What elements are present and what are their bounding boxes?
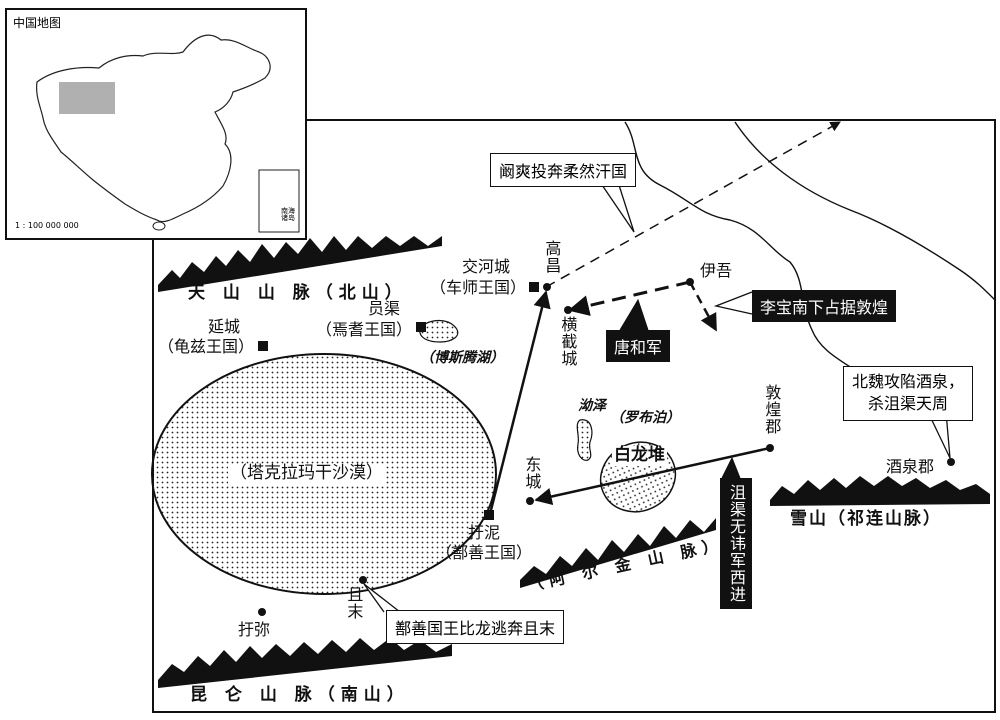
inset-highlight-region <box>59 82 115 114</box>
city-marker-hengjie <box>564 306 572 314</box>
label-jiuquan: 酒泉郡 <box>886 457 935 476</box>
bosten-lake <box>419 319 459 343</box>
label-yiwu: 伊吾 <box>700 261 733 280</box>
label-bosten: （博斯腾湖） <box>420 350 504 366</box>
annotation-northern-wei: 北魏攻陷酒泉， 杀沮渠天周 <box>843 366 974 421</box>
inset-south-sea-box <box>258 169 300 233</box>
lopnur-lake <box>576 419 593 461</box>
kunlun-mountains <box>158 638 452 688</box>
annotation-northern-wei-line-2: 杀沮渠天周 <box>868 394 949 414</box>
altun-mountains <box>520 518 716 588</box>
route-juqu-wuhui <box>534 446 771 506</box>
label-jiaohe-sub: （车师王国） <box>430 278 527 297</box>
city-marker-yuanqu <box>416 322 426 332</box>
callout-pointer-libao <box>713 291 753 315</box>
china-outline <box>36 34 300 233</box>
city-marker-gaochang <box>529 282 539 292</box>
inset-title: 中国地图 <box>13 16 62 30</box>
tianshan-mountains <box>158 236 442 292</box>
label-tianshan: 天 山 山 脉（北山） <box>188 283 408 303</box>
label-dongcheng: 东城 <box>522 456 542 490</box>
label-hengjie: 横截城 <box>558 316 578 367</box>
city-marker-yiwu <box>686 278 694 286</box>
city-marker-yancheng <box>258 341 268 351</box>
callout-pointer-kan <box>599 181 635 233</box>
city-marker-yumi <box>258 608 266 616</box>
callout-pointer-juqu <box>721 456 741 479</box>
route-li-bao <box>688 281 718 332</box>
city-marker-qiemo <box>359 576 367 584</box>
annotation-tang-he: 唐和军 <box>606 330 671 362</box>
inset-china-map: 中国地图 南海诸岛 1 : 100 000 000 <box>5 8 307 240</box>
label-kunlun: 昆 仑 山 脉（南山） <box>190 685 410 705</box>
route-yuni-gaochang <box>488 290 551 515</box>
border-line-2 <box>734 121 996 301</box>
annotation-northern-wei-line-1: 北魏攻陷酒泉， <box>852 372 965 391</box>
annotation-juqu-wuhui: 沮渠无讳军西进 <box>720 478 752 609</box>
city-marker-yuni <box>484 510 494 520</box>
label-dunhuang: 敦煌郡 <box>762 384 782 435</box>
route-kan-shuang <box>545 121 841 288</box>
label-bailongdui: 白龙堆 <box>612 445 667 466</box>
label-taklamakan: （塔克拉玛干沙漠） <box>228 463 385 484</box>
label-qilian: 雪山（祁连山脉） <box>790 509 942 529</box>
city-marker-jiuquan <box>947 458 955 466</box>
label-puze: 泑泽 <box>578 398 606 414</box>
annotation-kan-shuang: 阚爽投奔柔然汗国 <box>490 153 637 187</box>
qilian-mountains <box>770 476 990 506</box>
annotation-li-bao: 李宝南下占据敦煌 <box>752 290 897 322</box>
city-marker-gaochang-dot <box>543 283 551 291</box>
label-qiemo: 且末 <box>344 586 364 620</box>
callout-pointer-shanshan <box>363 583 401 613</box>
label-yancheng: 延城 <box>208 317 241 336</box>
callout-pointer-tang <box>619 298 649 331</box>
inset-south-sea-label: 南海诸岛 <box>281 207 295 222</box>
label-yuni-sub: （鄯善王国） <box>436 543 533 562</box>
city-marker-dongcheng <box>526 497 534 505</box>
label-yuni: 扜泥 <box>468 523 501 542</box>
label-yancheng-sub: （龟兹王国） <box>158 337 255 356</box>
label-yuanqu-sub: （焉耆王国） <box>316 320 413 339</box>
inset-hainan <box>152 221 166 231</box>
inset-scale: 1 : 100 000 000 <box>15 221 79 230</box>
border-line-1 <box>624 121 859 373</box>
label-jiaohe: 交河城 <box>462 257 511 276</box>
label-lopnur: （罗布泊） <box>610 410 680 426</box>
label-yumi: 扜弥 <box>238 620 271 639</box>
annotation-shanshan-king: 鄯善国王比龙逃奔且末 <box>386 610 565 644</box>
label-yuanqu: 员渠 <box>368 299 401 318</box>
label-gaochang: 高昌 <box>542 240 562 274</box>
city-marker-dunhuang <box>766 444 774 452</box>
